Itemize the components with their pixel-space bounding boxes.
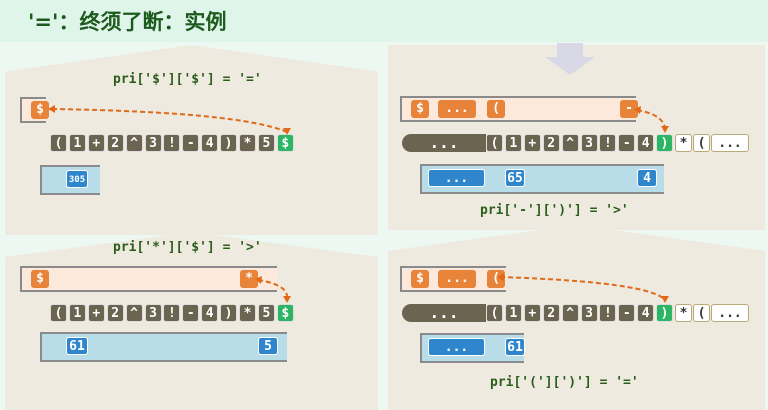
tape-token: +: [87, 304, 105, 322]
tape-token: ^: [561, 304, 579, 322]
tape-token: ...: [711, 304, 749, 322]
tape-token: -: [618, 134, 636, 152]
panel-caption: pri['*']['$'] = '>': [113, 240, 262, 255]
panel-caption: pri['('][')'] = '=': [490, 375, 639, 390]
tape-token: 2: [542, 134, 560, 152]
panel-caption: pri['$']['$'] = '=': [113, 72, 262, 87]
tape-token: (: [50, 304, 67, 322]
tape-token: 2: [542, 304, 560, 322]
tape-token: *: [239, 134, 256, 152]
operator-stack: [20, 266, 277, 292]
header: [0, 0, 768, 42]
tape-token: (: [693, 134, 710, 152]
stack-token: (: [487, 100, 505, 118]
tape-token: 2: [106, 134, 124, 152]
stack-token: $: [31, 101, 49, 119]
tape-token: ^: [125, 304, 143, 322]
current-token: ): [656, 304, 674, 322]
tape-token: *: [675, 134, 692, 152]
operand-token: 4: [637, 169, 657, 187]
tape-token: +: [523, 134, 541, 152]
tape-token: 2: [106, 304, 124, 322]
tape-token: !: [599, 304, 617, 322]
tape-token: !: [163, 134, 181, 152]
tape-token: -: [182, 304, 200, 322]
tape-token: +: [523, 304, 541, 322]
tape-token: 4: [637, 304, 655, 322]
operand-token: 5: [258, 337, 278, 355]
tape-token: ): [220, 134, 238, 152]
tape-token: 4: [201, 304, 219, 322]
arrow-down-icon: [545, 43, 595, 75]
stack-token: ...: [438, 270, 476, 288]
tape-token: *: [239, 304, 256, 322]
operator-stack: [400, 96, 636, 122]
stack-token: -: [620, 100, 638, 118]
stack-token: *: [240, 270, 258, 288]
tape-token: (: [486, 304, 503, 322]
tape-token: (: [486, 134, 503, 152]
tape-token: 1: [68, 304, 86, 322]
operand-token: 65: [505, 169, 525, 187]
tape-token: +: [87, 134, 105, 152]
operand-token: ...: [428, 169, 485, 187]
tape-token: 4: [637, 134, 655, 152]
tape-token: 5: [257, 134, 275, 152]
stack-token: $: [31, 270, 49, 288]
tape-token: 3: [580, 304, 598, 322]
operand-token: 61: [505, 338, 525, 356]
tape-token: 4: [201, 134, 219, 152]
stack-token: $: [411, 100, 429, 118]
tape-token: ^: [561, 134, 579, 152]
tape-token: -: [182, 134, 200, 152]
tape-token: !: [599, 134, 617, 152]
tape-token: ...: [711, 134, 749, 152]
stack-token: ...: [438, 100, 476, 118]
stack-token: $: [411, 270, 429, 288]
tape-token: 3: [144, 304, 162, 322]
tape-token: 3: [144, 134, 162, 152]
tape-token: 1: [504, 134, 522, 152]
tape-token: 3: [580, 134, 598, 152]
tape-token: ): [220, 304, 238, 322]
tape-prefix: ...: [402, 134, 486, 152]
stack-token: (: [487, 270, 505, 288]
operand-token: 61: [66, 337, 88, 355]
tape-prefix: ...: [402, 304, 486, 322]
current-token: $: [276, 134, 294, 152]
tape-token: (: [50, 134, 67, 152]
tape-token: (: [693, 304, 710, 322]
operand-token: 305: [66, 170, 88, 188]
operand-token: ...: [428, 338, 485, 356]
tape-token: 1: [504, 304, 522, 322]
tape-token: !: [163, 304, 181, 322]
current-token: ): [656, 134, 674, 152]
tape-token: 5: [257, 304, 275, 322]
tape-token: -: [618, 304, 636, 322]
current-token: $: [276, 304, 294, 322]
tape-token: 1: [68, 134, 86, 152]
panel-caption: pri['-'][')'] = '>': [480, 203, 629, 218]
tape-token: ^: [125, 134, 143, 152]
tape-token: *: [675, 304, 692, 322]
page-title: '='：终须了断：实例: [28, 10, 227, 34]
